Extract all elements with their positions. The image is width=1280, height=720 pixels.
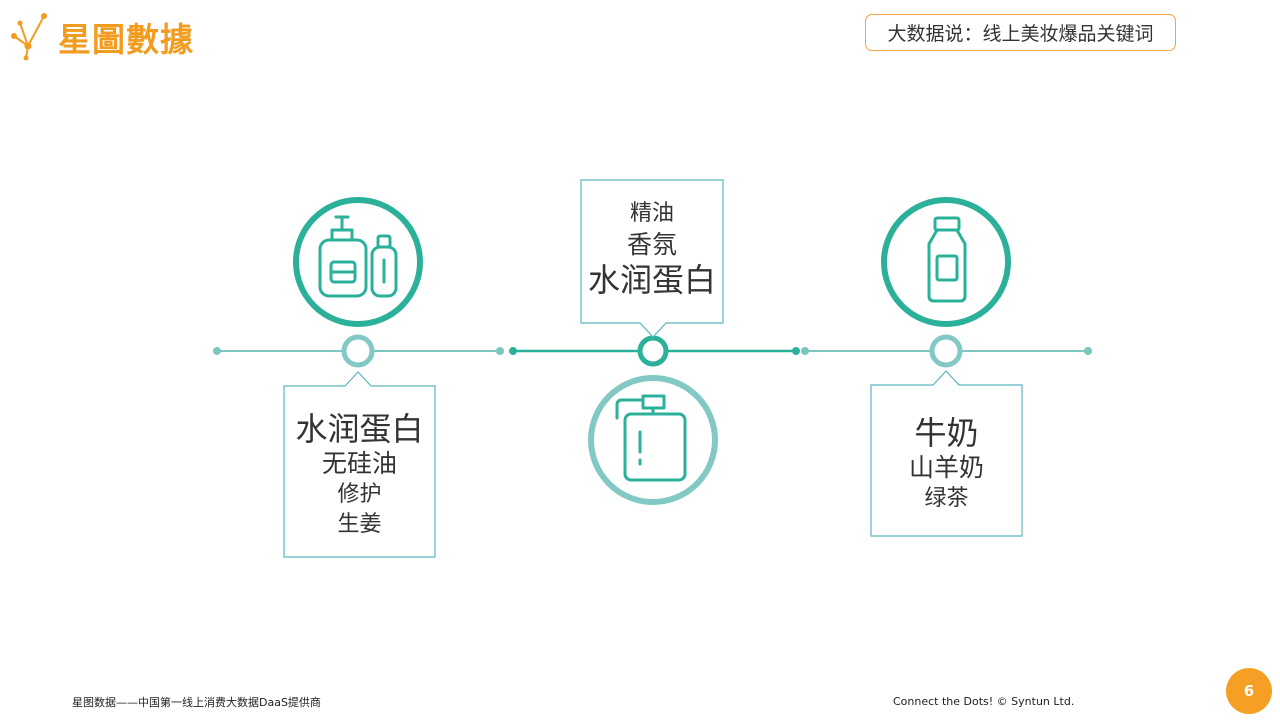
star-network-icon [11, 13, 47, 61]
keyword-list-2: 精油 香氛 水润蛋白 [581, 186, 723, 312]
keyword: 香氛 [626, 230, 677, 259]
keyword: 绿茶 [924, 486, 969, 511]
keyword: 无硅油 [321, 449, 397, 478]
slide-title: 大数据说：线上美妆爆品关键词 [865, 14, 1176, 51]
callout-box-2 [580, 179, 724, 338]
keyword: 水润蛋白 [295, 410, 424, 448]
keyword: 牛奶 [914, 414, 979, 452]
timeline-node-3 [929, 334, 963, 368]
callout-box-1 [283, 371, 436, 558]
small-bottle-icon [881, 197, 1011, 327]
pump-bottles-icon [293, 197, 423, 327]
dispenser-bottle-icon [588, 375, 718, 505]
callout-box-3 [870, 370, 1023, 537]
timeline-node-2 [637, 335, 669, 367]
timeline-end-dots [213, 347, 1092, 355]
keyword-list-1: 水润蛋白 无硅油 修护 生姜 [284, 393, 435, 557]
logo: 星圖數據 [6, 8, 206, 64]
timeline-node-1 [341, 334, 375, 368]
keyword: 修护 [337, 482, 382, 507]
footer-copyright: Connect the Dots! © Syntun Ltd. [893, 695, 1075, 708]
keyword: 水润蛋白 [587, 261, 716, 299]
logo-text: 星圖數據 [58, 20, 194, 59]
footer-tagline: 星图数据——中国第一线上消费大数据DaaS提供商 [72, 696, 321, 709]
keyword: 山羊奶 [908, 453, 984, 482]
keyword: 精油 [629, 201, 674, 226]
keyword: 生姜 [337, 512, 382, 537]
page-number-badge: 6 [1226, 668, 1272, 714]
keyword-list-3: 牛奶 山羊奶 绿茶 [871, 392, 1022, 536]
